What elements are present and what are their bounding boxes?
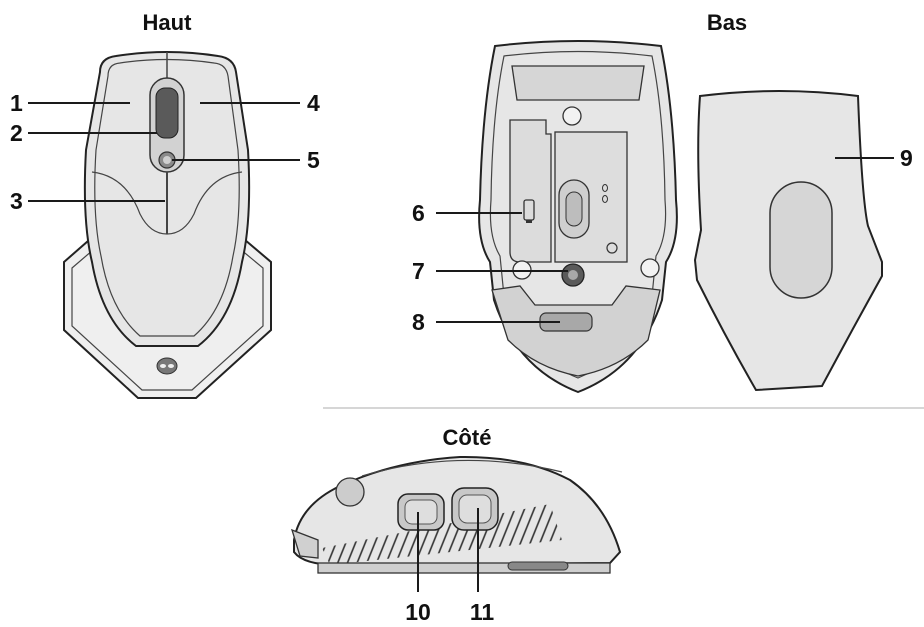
- bottom-view-title: Bas: [707, 10, 747, 35]
- callout-9: 9: [900, 145, 913, 171]
- alien-logo-eye-left: [160, 364, 166, 368]
- top-view-title: Haut: [143, 10, 193, 35]
- mouse-top-inner-edge: [94, 58, 240, 337]
- screw-hole: [562, 106, 582, 126]
- dpi-button-center: [163, 156, 171, 164]
- side-view: Côté 10 11: [290, 425, 622, 625]
- callout-3: 3: [10, 188, 23, 214]
- callout-8: 8: [412, 309, 425, 335]
- optical-sensor-lens: [565, 191, 583, 227]
- battery-icon-tip: [526, 220, 532, 223]
- bottom-view: Bas 6 7 8 9: [412, 10, 913, 394]
- side-bottom-slot: [507, 561, 569, 571]
- indicator-dot-2: [602, 195, 608, 203]
- callout-2: 2: [10, 120, 23, 146]
- top-view: Haut 1 2 3 4 5: [10, 10, 320, 399]
- reset-hole: [606, 242, 618, 254]
- callout-11: 11: [470, 599, 495, 625]
- screw-hole-right: [640, 258, 660, 278]
- cover-cutout: [769, 181, 833, 299]
- side-front-nose: [290, 528, 319, 559]
- side-scroll-wheel: [335, 477, 365, 507]
- scroll-wheel: [155, 87, 179, 139]
- side-button-back-inner: [404, 499, 438, 525]
- alien-logo-icon: [156, 357, 178, 375]
- battery-compartment: [509, 119, 552, 263]
- side-bottom-strip: [317, 562, 611, 574]
- callout-10: 10: [405, 599, 431, 625]
- indicator-dot-1: [602, 184, 608, 192]
- callout-1: 1: [10, 90, 23, 116]
- side-grip-texture: [322, 504, 562, 565]
- callout-4: 4: [307, 90, 320, 116]
- side-view-title: Côté: [443, 425, 492, 450]
- callout-5: 5: [307, 147, 320, 173]
- callout-6: 6: [412, 200, 425, 226]
- power-switch-center: [568, 270, 578, 280]
- mouse-side-top-line: [361, 459, 563, 477]
- alien-logo-eye-right: [168, 364, 174, 368]
- top-glide-pad: [511, 65, 645, 101]
- side-button-forward-inner: [458, 494, 492, 524]
- callout-7: 7: [412, 258, 425, 284]
